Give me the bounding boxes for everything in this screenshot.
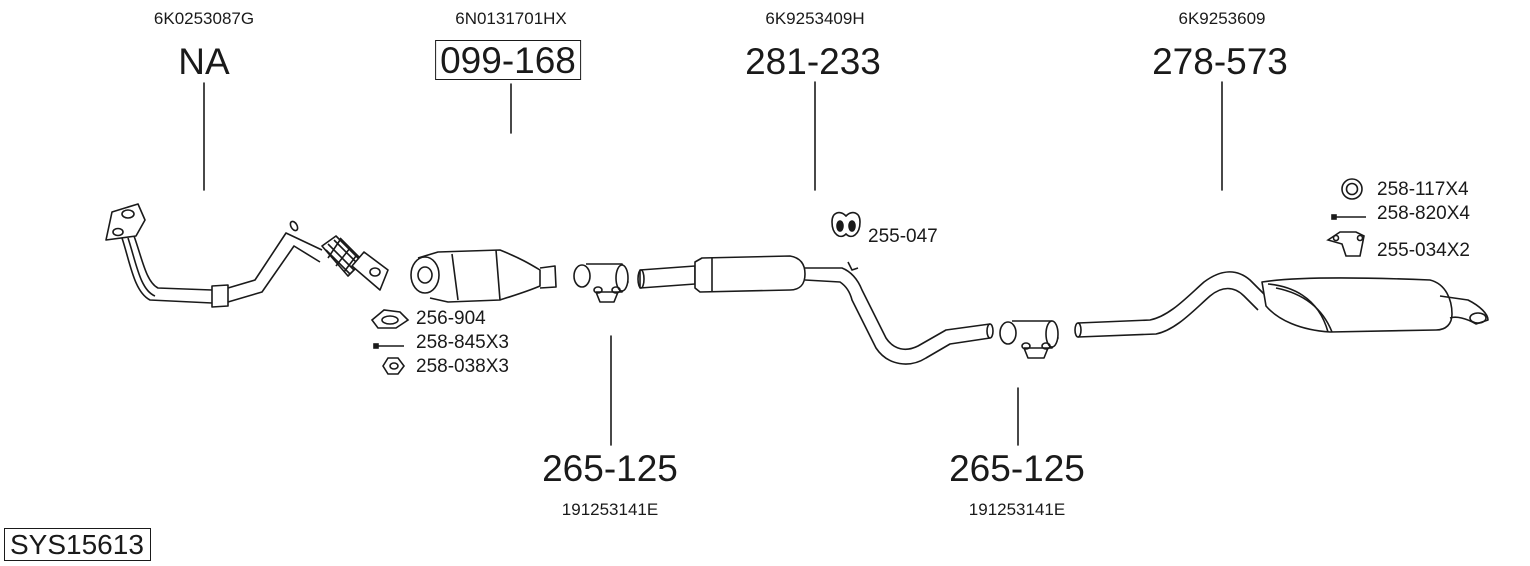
oem-number-middle-silencer: 6K9253409H [765, 9, 865, 28]
bolt-icon-rear [1331, 214, 1366, 220]
rear-silencer-drawing [1074, 271, 1489, 338]
oem-number-clamp-1: 191253141E [561, 500, 659, 519]
oem-number-catalyst: 6N0131701HX [455, 9, 567, 28]
part-number-middle-silencer: 281-233 [745, 41, 881, 82]
part-number-catalyst: 099-168 [435, 40, 581, 80]
gasket-icon [370, 309, 410, 329]
part-number-rear-silencer: 278-573 [1152, 41, 1288, 82]
label-gasket: 256-904 [416, 308, 486, 329]
ring-icon [1341, 178, 1363, 200]
catalyst-drawing [410, 249, 557, 303]
part-number-clamp-2: 265-125 [949, 448, 1085, 489]
nut-icon [382, 357, 405, 375]
label-rubber-mount-rear: 255-034X2 [1377, 240, 1470, 261]
clamp-1-drawing [573, 263, 629, 303]
clamp-2-drawing [999, 320, 1059, 359]
part-number-clamp-1: 265-125 [542, 448, 678, 489]
oem-number-rear-silencer: 6K9253609 [1178, 9, 1266, 28]
label-ring: 258-117X4 [1377, 179, 1469, 200]
oem-number-downpipe: 6K0253087G [153, 9, 255, 28]
system-code: SYS15613 [4, 528, 151, 561]
label-nut: 258-038X3 [416, 356, 509, 377]
label-bolt-rear: 258-820X4 [1377, 203, 1470, 224]
bolt-icon-front [373, 343, 404, 349]
label-bolt-front: 258-845X3 [416, 332, 509, 353]
downpipe-drawing [105, 203, 389, 308]
rubber-mount-icon-rear [1326, 231, 1365, 257]
label-rubber-mount-mid: 255-047 [868, 226, 938, 247]
rubber-mount-icon-mid [831, 211, 861, 238]
part-number-downpipe: NA [178, 41, 230, 82]
middle-silencer-drawing [637, 255, 994, 365]
oem-number-clamp-2: 191253141E [968, 500, 1066, 519]
